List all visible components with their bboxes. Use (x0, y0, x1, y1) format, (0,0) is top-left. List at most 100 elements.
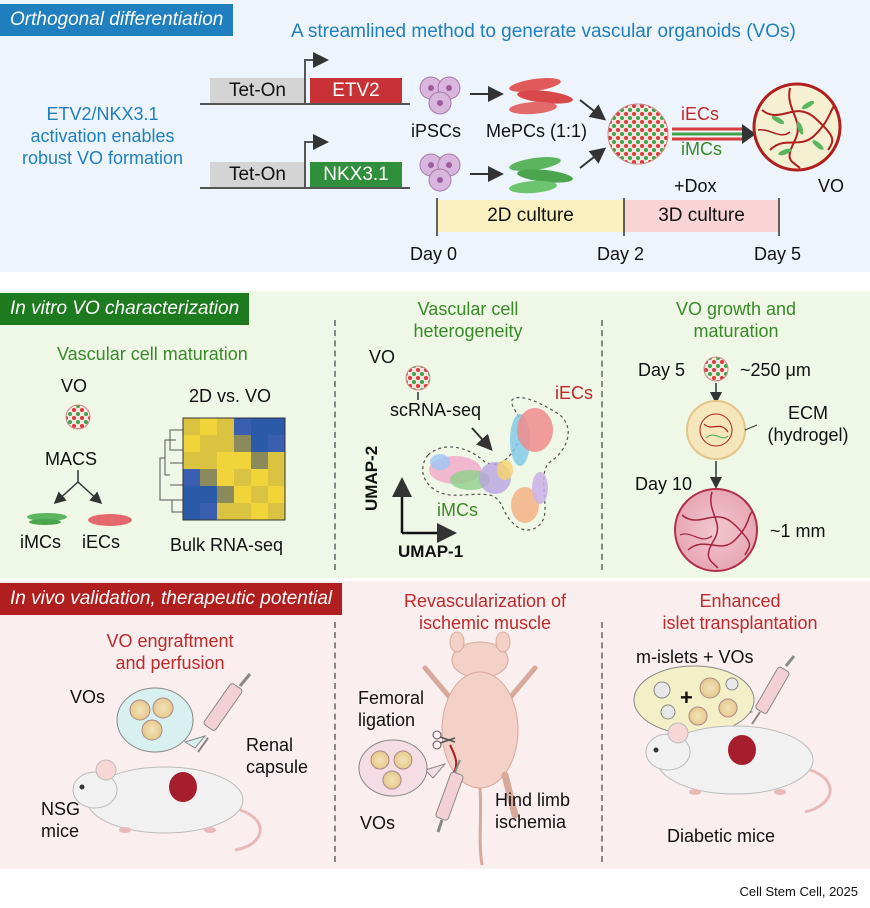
red-mepc-cells (509, 78, 573, 115)
citation-credit: Cell Stem Cell, 2025 (739, 884, 859, 899)
tag-in-vivo: In vivo validation, therapeutic potentia… (0, 583, 343, 615)
iecs-label-col1: iECs (82, 532, 121, 552)
divider-3a (334, 622, 336, 862)
divider-2b (601, 320, 603, 570)
nude-mouse (422, 631, 538, 866)
col3-title-line-2: maturation (693, 321, 779, 341)
left-summary-line-3: robust VO formation (21, 148, 184, 168)
divider-2a (334, 320, 336, 570)
timeline (436, 198, 780, 236)
ecm-label: ECM (hydrogel) (758, 402, 858, 446)
heatmap-cell (234, 486, 251, 503)
hind-line-2: ischemia (495, 812, 567, 832)
heatmap-cell (268, 503, 285, 520)
heatmap-cell (200, 435, 217, 452)
p3-col2-title-line-2: ischemic muscle (418, 613, 552, 633)
day0-label: Day 0 (410, 244, 458, 264)
imcs-label-col1: iMCs (20, 532, 61, 552)
ipsc-cluster-bottom (419, 153, 461, 192)
heatmap-border (182, 417, 286, 521)
imcs-cluster-label: iMCs (437, 500, 478, 520)
left-summary-line-2: activation enables (30, 126, 175, 146)
misl-vos-label: m-islets + VOs (636, 647, 754, 667)
heatmap-cell (251, 503, 268, 520)
teton-label-1: Tet-On (228, 80, 287, 101)
heatmap-dendrogram (159, 429, 184, 513)
tag-in-vitro: In vitro VO characterization (0, 293, 250, 325)
teton-label-2: Tet-On (228, 164, 287, 185)
imc-cells (27, 513, 67, 525)
culture-2d-label: 2D culture (487, 205, 574, 226)
heatmap-cell (217, 469, 234, 486)
hind-limb-label: Hind limb ischemia (495, 789, 570, 833)
femoral-line-2: ligation (358, 710, 416, 730)
size-1mm-label: ~1 mm (770, 521, 826, 541)
heatmap-cell (234, 503, 251, 520)
heatmap-cell (217, 452, 234, 469)
heatmap-cell (268, 452, 285, 469)
heatmap-cell (183, 418, 200, 435)
left-summary-line-1: ETV2/NKX3.1 (46, 104, 159, 124)
heatmap-cell (217, 435, 234, 452)
scrna-label: scRNA-seq (390, 400, 482, 420)
vo-small-col1 (65, 404, 91, 430)
heatmap-cell (217, 503, 234, 520)
heatmap-caption: Bulk RNA-seq (170, 535, 284, 555)
etv2-label: ETV2 (332, 80, 380, 101)
ipscs-label: iPSCs (411, 121, 462, 141)
renal-line-1: Renal (246, 735, 294, 755)
nsg-line-2: mice (41, 821, 80, 841)
p3-col3-title: Enhanced islet transplantation (620, 590, 860, 634)
heatmap-cell (217, 486, 234, 503)
nsg-mice-label: NSG mice (41, 798, 80, 842)
day2-label: Day 2 (597, 244, 645, 264)
heatmap-cell (251, 452, 268, 469)
syringe-2 (435, 759, 464, 833)
p3-col1-title: VO engraftment and perfusion (70, 630, 270, 674)
mouse-3 (645, 722, 832, 814)
col3-title-line-1: VO growth and (675, 299, 797, 319)
p3-col2-title: Revascularization of ischemic muscle (385, 590, 585, 634)
heatmap-cell (183, 452, 200, 469)
vos-label-col1: VOs (70, 687, 106, 707)
p3-col3-title-line-1: Enhanced (699, 591, 781, 611)
mixed-aggregate (607, 103, 669, 165)
vo-in-hydrogel (686, 400, 758, 460)
col2-title-line-2: heterogeneity (413, 321, 523, 341)
heatmap-cell (200, 452, 217, 469)
nsg-line-1: NSG (41, 799, 81, 819)
heatmap-cell (234, 435, 251, 452)
ipsc-cluster-top (419, 76, 461, 115)
heatmap-cell (183, 469, 200, 486)
vo-bubble-col1 (116, 687, 207, 753)
vo-matured (674, 488, 758, 572)
renal-capsule-label: Renal capsule (246, 734, 308, 778)
day5-label-col3: Day 5 (638, 360, 686, 380)
size-250um-label: ~250 μm (740, 360, 811, 380)
vo-small-col3 (703, 356, 729, 382)
heatmap-cell (251, 435, 268, 452)
p3-col3-title-line-2: islet transplantation (662, 613, 818, 633)
heatmap-cell (251, 469, 268, 486)
iecs-label: iECs (681, 104, 720, 124)
heatmap-cell (200, 418, 217, 435)
green-mepc-cells (509, 157, 573, 194)
imcs-label: iMCs (681, 139, 722, 159)
construct-nkx31 (200, 134, 410, 189)
heatmap-cell (183, 435, 200, 452)
ecm-line-2: (hydrogel) (767, 425, 849, 445)
p3-col1-title-line-1: VO engraftment (106, 631, 234, 651)
heatmap-cell (251, 418, 268, 435)
umap2-label: UMAP-2 (362, 445, 381, 511)
heatmap-cell (268, 486, 285, 503)
mouse-1 (72, 759, 262, 852)
syringe-3 (751, 655, 796, 725)
construct-etv2 (200, 52, 410, 105)
dox-label: +Dox (674, 176, 717, 196)
p3-col2-title-line-1: Revascularization of (403, 591, 567, 611)
umap-plot (422, 396, 569, 531)
col1-title: Vascular cell maturation (57, 344, 248, 364)
plus-sign: + (680, 685, 693, 710)
day5-label: Day 5 (754, 244, 802, 264)
diabetic-mice-label: Diabetic mice (667, 826, 776, 846)
